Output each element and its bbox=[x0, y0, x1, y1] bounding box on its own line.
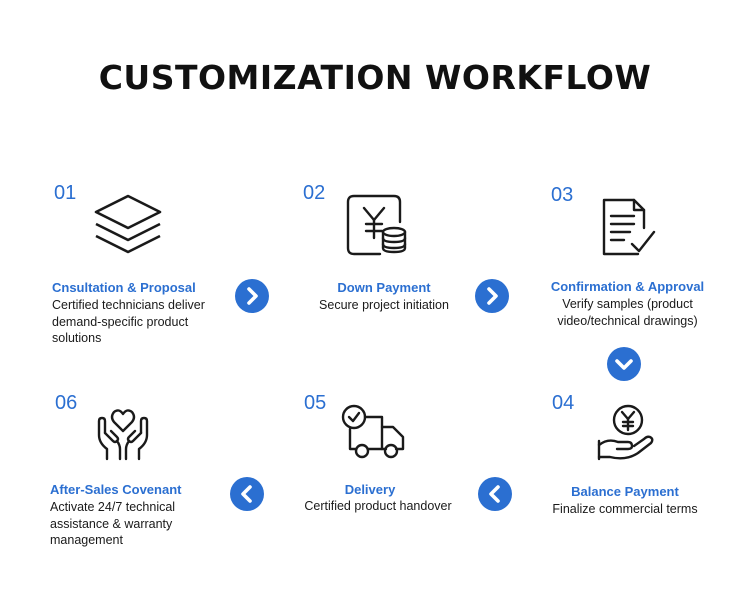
step-number-06: 06 bbox=[55, 392, 78, 414]
step-title-03: Confirmation & Approval bbox=[550, 279, 705, 294]
chevron-left-icon bbox=[489, 485, 500, 503]
step-desc-03: Verify samples (product video/technical … bbox=[557, 297, 698, 328]
step-number-04: 04 bbox=[552, 392, 575, 414]
step-number-02: 02 bbox=[303, 182, 326, 204]
step-number-03: 03 bbox=[551, 184, 574, 206]
chevron-right-icon bbox=[487, 287, 498, 305]
step-title-01: Cnsultation & Proposal bbox=[52, 280, 196, 295]
step-desc-05: Certified product handover bbox=[304, 499, 452, 513]
step-title-05: Delivery bbox=[344, 482, 396, 497]
chevron-down-icon bbox=[615, 359, 633, 370]
arrow-left-05-06 bbox=[230, 477, 264, 511]
step-number-01: 01 bbox=[54, 182, 77, 204]
document-check-icon bbox=[600, 198, 658, 258]
step-title-02: Down Payment bbox=[337, 280, 431, 295]
step-desc-01: Certified technicians deliver demand-spe… bbox=[52, 298, 205, 345]
page-title: CUSTOMIZATION WORKFLOW bbox=[98, 58, 652, 97]
step-title-04: Balance Payment bbox=[571, 484, 679, 499]
arrow-right-01-02 bbox=[235, 279, 269, 313]
hand-yen-coin-icon bbox=[596, 403, 656, 463]
step-number-05: 05 bbox=[304, 392, 327, 414]
arrow-right-02-03 bbox=[475, 279, 509, 313]
yen-coins-icon bbox=[346, 194, 408, 258]
arrow-left-04-05 bbox=[478, 477, 512, 511]
chevron-right-icon bbox=[247, 287, 258, 305]
step-title-06: After-Sales Covenant bbox=[50, 482, 182, 497]
arrow-down-03-04 bbox=[607, 347, 641, 381]
step-desc-02: Secure project initiation bbox=[319, 298, 449, 312]
step-desc-06: Activate 24/7 technical assistance & war… bbox=[50, 500, 176, 547]
layers-icon bbox=[93, 193, 163, 259]
hands-heart-icon bbox=[95, 405, 151, 461]
step-desc-04: Finalize commercial terms bbox=[552, 502, 698, 516]
delivery-truck-icon bbox=[340, 403, 406, 463]
chevron-left-icon bbox=[241, 485, 252, 503]
